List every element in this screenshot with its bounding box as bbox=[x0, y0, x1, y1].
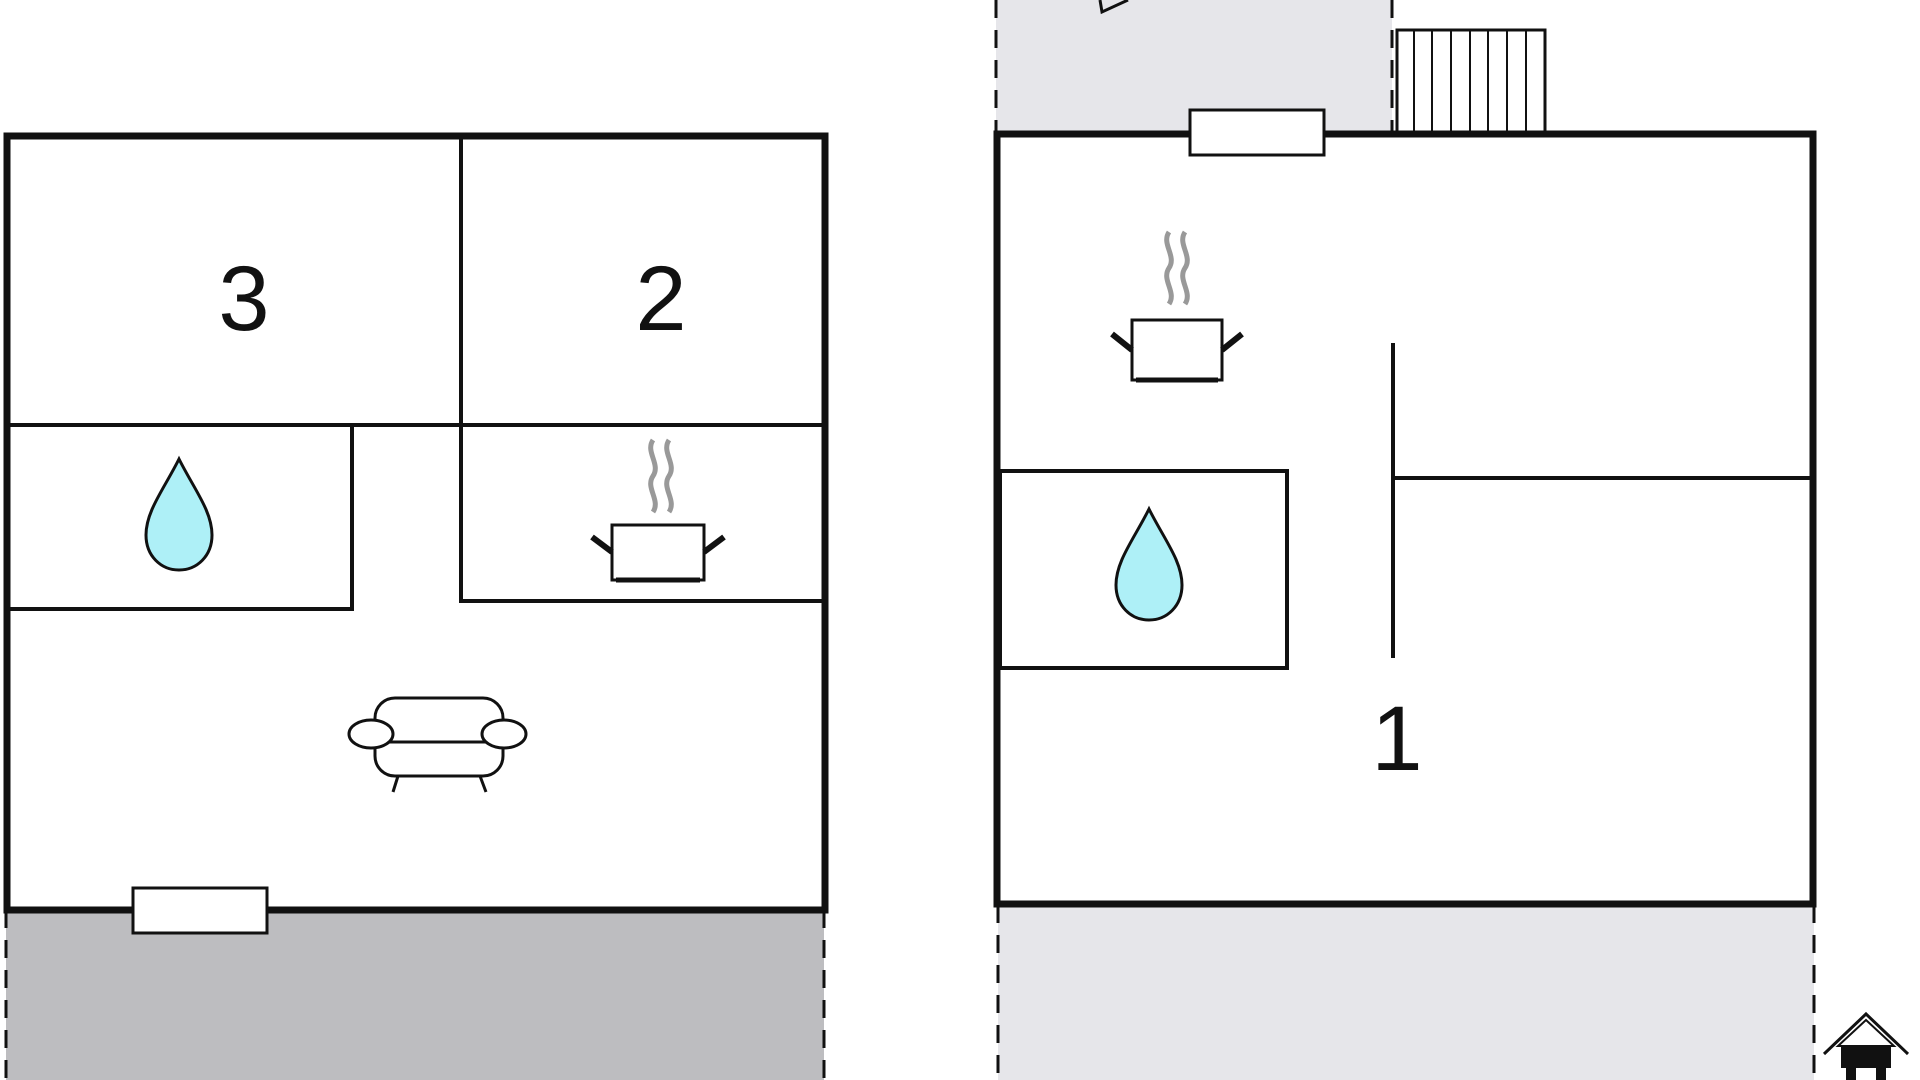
room-label-2: 2 bbox=[635, 248, 686, 350]
sofa-icon bbox=[347, 696, 528, 793]
cooking-pot-icon bbox=[590, 438, 726, 583]
right-floor-plan: 1 bbox=[993, 0, 1910, 1080]
left-outer-wall bbox=[3, 132, 829, 914]
cooking-pot-icon bbox=[1110, 230, 1244, 383]
room-label-1: 1 bbox=[1371, 688, 1422, 790]
entrance-house-icon bbox=[1822, 1011, 1910, 1080]
right-outer-wall bbox=[993, 130, 1817, 908]
water-drop-icon bbox=[1114, 505, 1184, 622]
right-window bbox=[1188, 108, 1326, 157]
left-window bbox=[131, 886, 269, 935]
water-drop-icon bbox=[144, 455, 214, 572]
right-bottom-terrace bbox=[998, 905, 1814, 1080]
left-floor-plan: 3 2 bbox=[3, 132, 829, 1080]
staircase-icon bbox=[1395, 28, 1547, 134]
left-terrace bbox=[6, 910, 824, 1080]
room-label-3: 3 bbox=[218, 248, 269, 350]
